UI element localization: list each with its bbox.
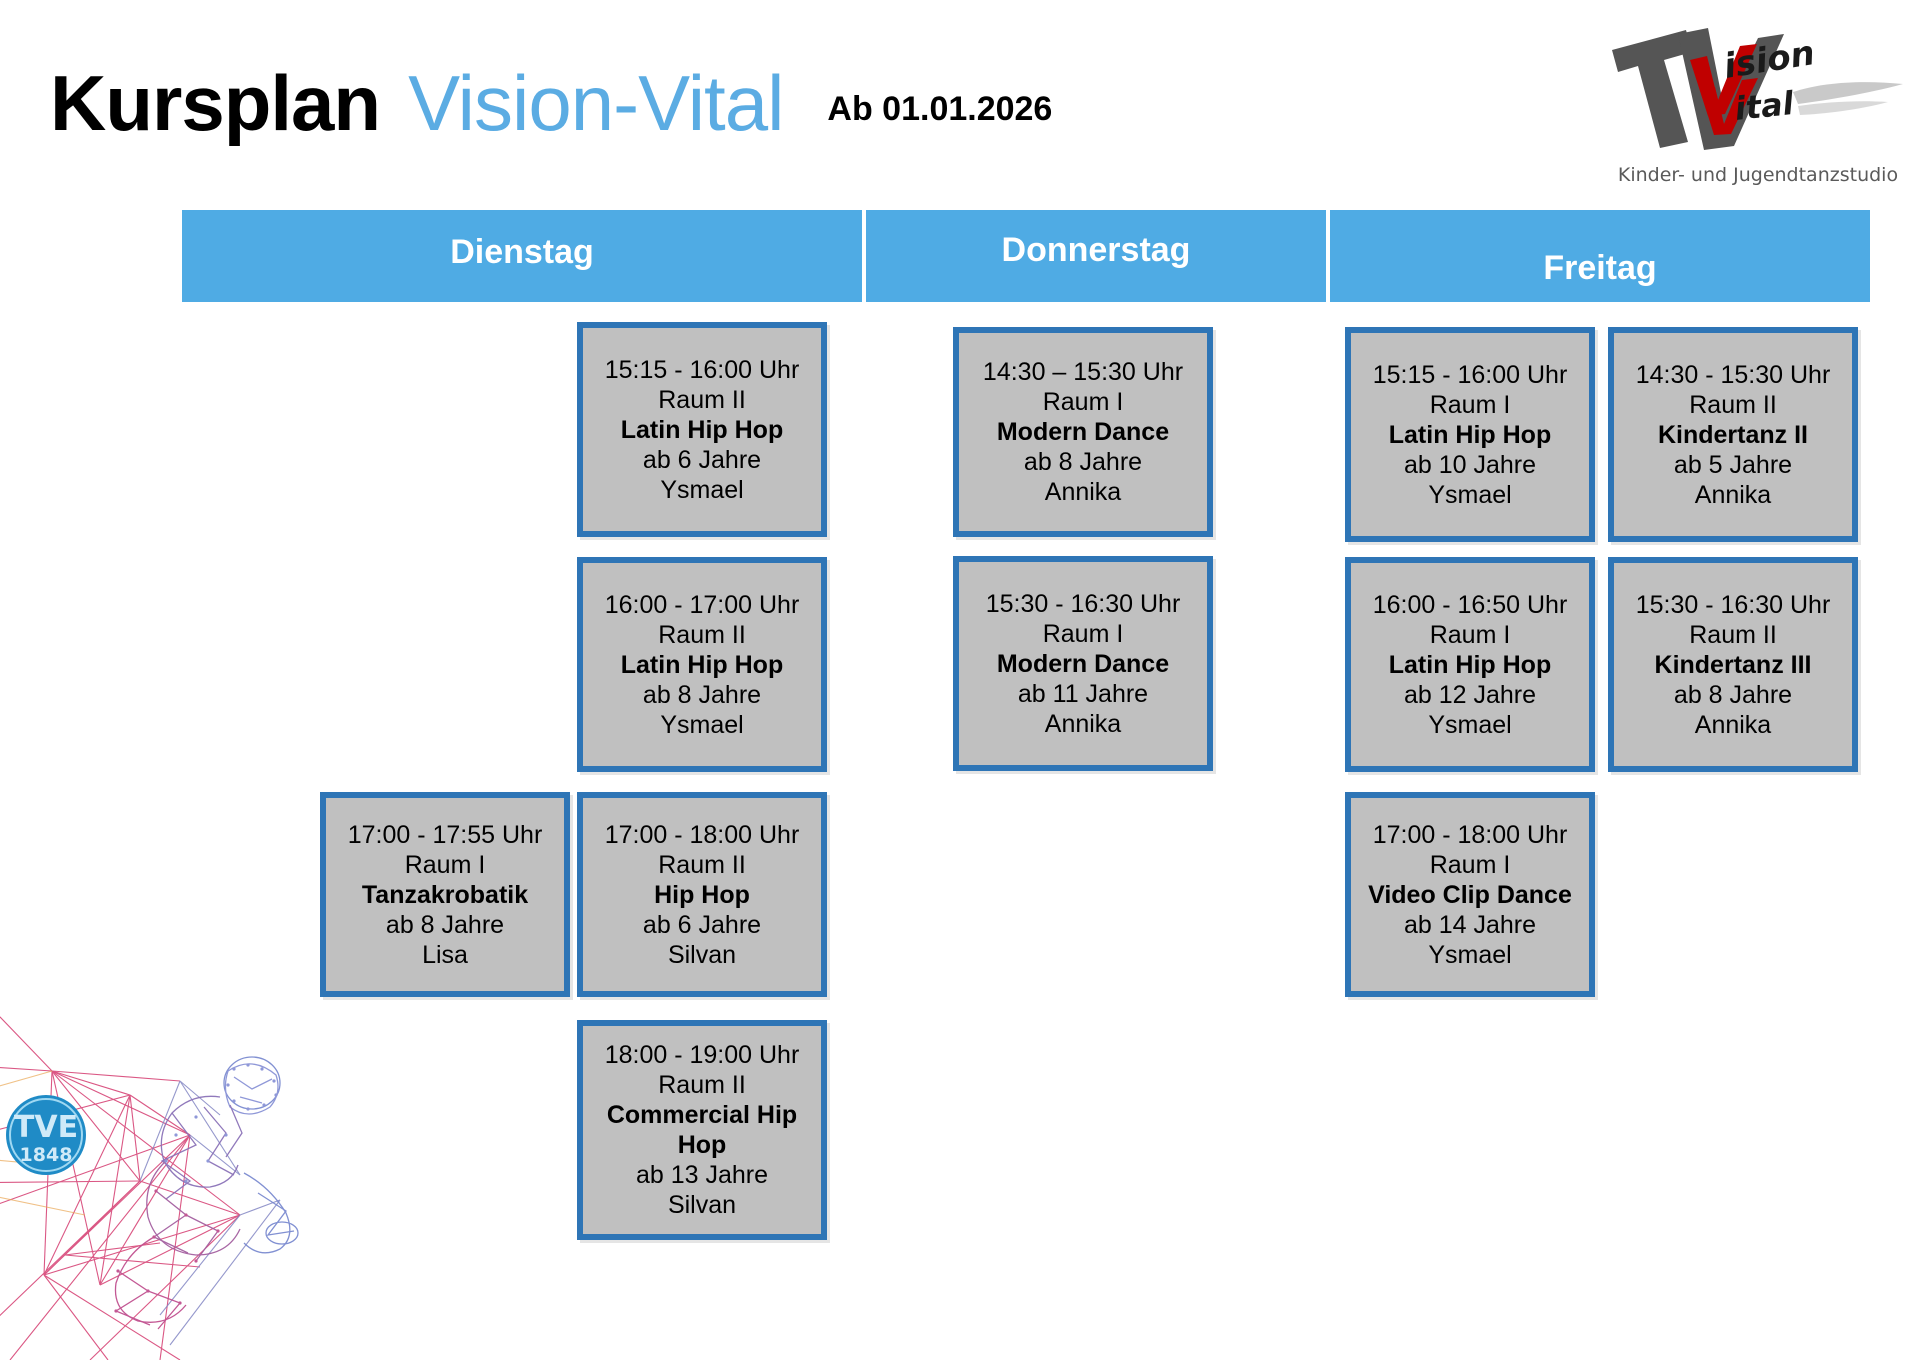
course-name: Video Clip Dance <box>1368 880 1572 909</box>
title-date-text: Ab 01.01.2026 <box>827 90 1053 128</box>
course-teacher: Ysmael <box>1428 710 1512 739</box>
course-teacher: Silvan <box>667 1191 737 1219</box>
course-room: Raum I <box>1429 620 1511 649</box>
course-room: Raum I <box>1429 390 1511 419</box>
course-time: 18:00 - 19:00 Uhr <box>604 1041 800 1069</box>
svg-text:1848: 1848 <box>20 1144 73 1166</box>
course-time: 15:15 - 16:00 Uhr <box>1372 360 1568 389</box>
day-header-label: Dienstag <box>450 232 594 271</box>
course-name: Latin Hip Hop <box>620 415 784 444</box>
course-room: Raum I <box>1429 850 1511 879</box>
title-main-text: Kursplan <box>50 59 381 147</box>
course-name: Latin Hip Hop <box>620 650 784 679</box>
svg-text:ision: ision <box>1721 33 1817 87</box>
title-sub-text: Vision-Vital <box>408 59 784 147</box>
tve-decorative-graphic: TVE 1848 <box>0 1016 299 1360</box>
course-time: 17:00 - 18:00 Uhr <box>604 820 800 849</box>
course-time: 17:00 - 17:55 Uhr <box>347 820 543 849</box>
course-room: Raum II <box>658 620 746 649</box>
course-teacher: Annika <box>1694 480 1772 509</box>
course-name: Hip Hop <box>654 880 750 909</box>
course-age: ab 8 Jahre <box>385 910 505 939</box>
logo-caption: Kinder- und Jugendtanzstudio <box>1617 164 1899 186</box>
course-age: ab 8 Jahre <box>1023 448 1143 476</box>
course-age: ab 5 Jahre <box>1673 450 1793 479</box>
course-name: Modern Dance <box>996 418 1170 446</box>
svg-text:ital: ital <box>1733 84 1797 128</box>
course-room: Raum I <box>1042 388 1124 416</box>
tv-vision-vital-logo: ision ital Kinder- und Jugendtanzstudio <box>1608 22 1908 192</box>
course-room: Raum I <box>1042 619 1124 648</box>
course-room: Raum II <box>658 850 746 879</box>
course-age: ab 8 Jahre <box>642 680 762 709</box>
course-time: 15:30 - 16:30 Uhr <box>985 589 1181 618</box>
course-room: Raum II <box>1689 390 1777 419</box>
course-time: 14:30 - 15:30 Uhr <box>1635 360 1831 389</box>
course-age: ab 8 Jahre <box>1673 680 1793 709</box>
course-age: ab 11 Jahre <box>1017 679 1149 708</box>
day-header-donnerstag: Donnerstag <box>866 210 1326 302</box>
course-age: ab 6 Jahre <box>642 445 762 474</box>
course-name: Tanzakrobatik <box>361 880 529 909</box>
course-name: Kindertanz II <box>1657 420 1808 449</box>
tve-badge: TVE 1848 <box>6 1095 86 1175</box>
course-time: 16:00 - 16:50 Uhr <box>1372 590 1568 619</box>
day-header-label: Donnerstag <box>1001 230 1191 269</box>
course-teacher: Annika <box>1044 478 1122 506</box>
course-teacher: Lisa <box>422 940 468 969</box>
course-room: Raum II <box>1689 620 1777 649</box>
course-age: ab 12 Jahre <box>1403 680 1537 709</box>
course-time: 15:30 - 16:30 Uhr <box>1635 590 1831 619</box>
course-time: 16:00 - 17:00 Uhr <box>604 590 800 619</box>
course-time: 15:15 - 16:00 Uhr <box>604 355 800 384</box>
course-age: ab 6 Jahre <box>642 910 762 939</box>
course-name: Kindertanz III <box>1654 650 1812 679</box>
course-age: ab 10 Jahre <box>1403 450 1537 479</box>
course-age: ab 14 Jahre <box>1403 910 1537 939</box>
day-header-freitag: Freitag <box>1330 210 1870 302</box>
logo-mark-icon: ision ital <box>1612 28 1903 150</box>
course-name: Commercial Hip Hop <box>606 1101 798 1159</box>
course-teacher: Annika <box>1694 710 1772 739</box>
course-name: Modern Dance <box>996 649 1170 678</box>
course-teacher: Silvan <box>667 940 737 969</box>
course-teacher: Ysmael <box>660 710 744 739</box>
course-room: Raum II <box>658 385 746 414</box>
day-header-label: Freitag <box>1543 249 1657 287</box>
course-room: Raum I <box>404 850 486 879</box>
course-teacher: Ysmael <box>1428 940 1512 969</box>
course-age: ab 13 Jahre <box>635 1161 769 1189</box>
day-header-dienstag: Dienstag <box>182 210 862 302</box>
course-teacher: Ysmael <box>1428 480 1512 509</box>
course-name: Latin Hip Hop <box>1388 420 1552 449</box>
course-time: 17:00 - 18:00 Uhr <box>1372 820 1568 849</box>
course-teacher: Ysmael <box>660 475 744 504</box>
course-room: Raum II <box>658 1071 746 1099</box>
page-title: Kursplan Vision-Vital Ab 01.01.2026 <box>50 58 1052 149</box>
page-header: Kursplan Vision-Vital Ab 01.01.2026 <box>0 0 1920 200</box>
svg-text:TVE: TVE <box>14 1110 78 1145</box>
course-teacher: Annika <box>1044 709 1122 738</box>
course-time: 14:30 – 15:30 Uhr <box>982 358 1184 386</box>
course-name: Latin Hip Hop <box>1388 650 1552 679</box>
